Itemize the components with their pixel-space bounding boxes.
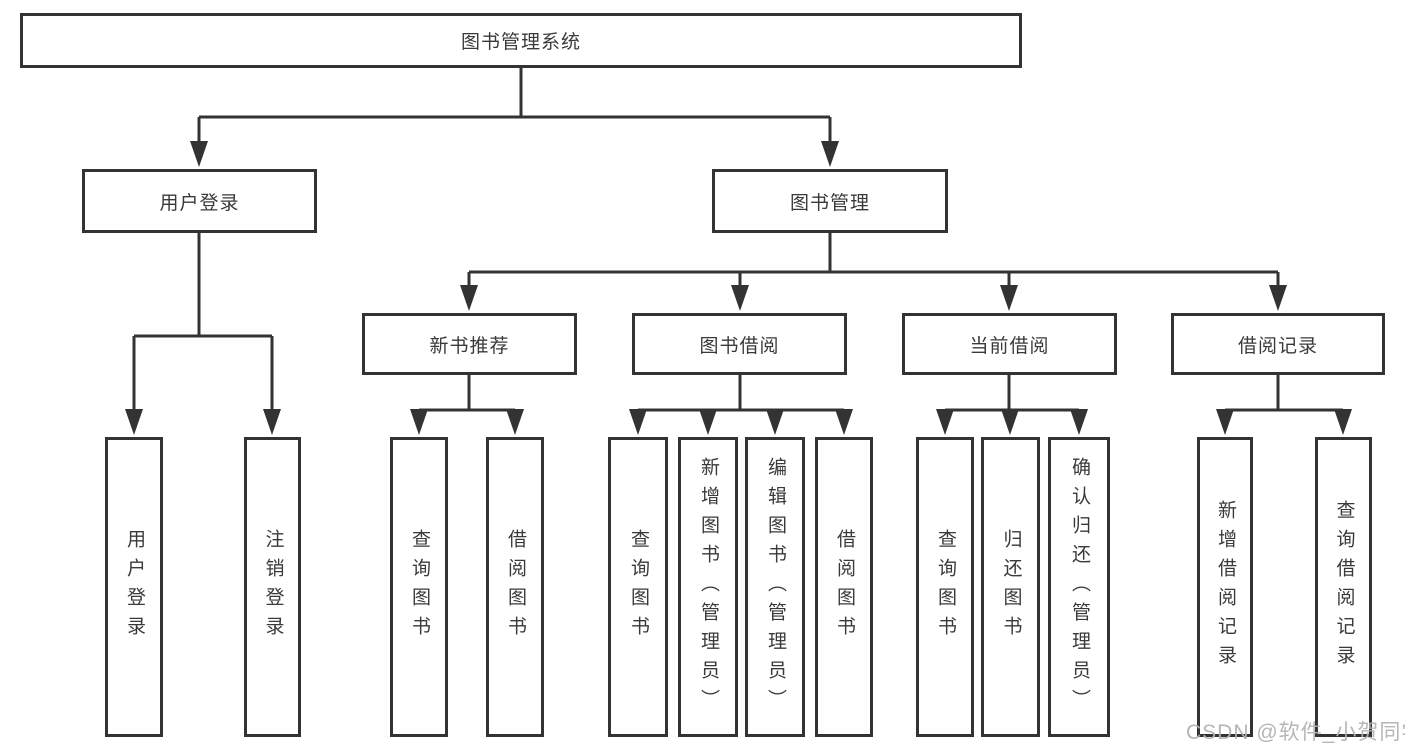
- arrowhead: [1269, 285, 1287, 311]
- node-label: 查询图书: [408, 529, 430, 645]
- arrowhead: [190, 141, 208, 167]
- arrowhead: [1334, 409, 1352, 435]
- node-label: 图书管理系统: [460, 32, 581, 53]
- connector-user-login-to-leaves: [132, 233, 274, 414]
- arrowhead: [629, 409, 647, 435]
- leaf-add-book-admin: 新增图书（管理员）: [678, 437, 738, 737]
- node-label: 当前借阅: [969, 335, 1050, 357]
- node-label: 查询图书: [934, 529, 956, 645]
- node-label: 新增图书（管理员）: [697, 456, 719, 718]
- node-label: 查询图书: [627, 529, 649, 645]
- connector-book-borrow-to-leaves: [636, 375, 846, 414]
- arrowhead: [1000, 285, 1018, 311]
- node-label: 查询借阅记录: [1333, 500, 1355, 674]
- leaf-user-login: 用户登录: [105, 437, 163, 737]
- node-label: 用户登录: [159, 192, 240, 214]
- node-label: 新增借阅记录: [1214, 500, 1236, 674]
- leaf-query-borrow-record: 查询借阅记录: [1315, 437, 1372, 737]
- connector-root-to-level2: [197, 67, 832, 146]
- node-library-management-system: 图书管理系统: [20, 13, 1022, 68]
- leaf-add-borrow-record: 新增借阅记录: [1197, 437, 1253, 737]
- leaf-return-book: 归还图书: [981, 437, 1040, 737]
- arrowhead: [1001, 409, 1019, 435]
- leaf-logout: 注销登录: [244, 437, 301, 737]
- node-label: 新书推荐: [429, 335, 510, 357]
- arrowhead: [835, 409, 853, 435]
- arrowhead: [410, 409, 428, 435]
- node-user-login: 用户登录: [82, 169, 317, 233]
- node-new-book-recommend: 新书推荐: [362, 313, 577, 375]
- arrowhead: [263, 409, 281, 435]
- node-label: 注销登录: [262, 529, 284, 645]
- node-label: 确认归还（管理员）: [1068, 456, 1090, 718]
- arrowhead: [731, 285, 749, 311]
- arrowhead: [506, 409, 524, 435]
- connector-new-book-recommend-to-leaves: [417, 375, 517, 414]
- node-label: 借阅图书: [833, 529, 855, 645]
- leaf-confirm-return-admin: 确认归还（管理员）: [1048, 437, 1110, 737]
- node-label: 图书借阅: [699, 335, 780, 357]
- arrowhead: [460, 285, 478, 311]
- leaf-query-book: 查询图书: [390, 437, 448, 737]
- connector-borrow-records-to-leaves: [1223, 375, 1345, 414]
- node-current-borrow: 当前借阅: [902, 313, 1117, 375]
- arrowheads: [125, 141, 1352, 435]
- leaf-query-book: 查询图书: [608, 437, 668, 737]
- node-borrow-records: 借阅记录: [1171, 313, 1385, 375]
- node-label: 图书管理: [789, 192, 870, 214]
- connector-current-borrow-to-leaves: [943, 375, 1081, 414]
- arrowhead: [699, 409, 717, 435]
- arrowhead: [1216, 409, 1234, 435]
- arrowhead: [766, 409, 784, 435]
- arrowhead: [1070, 409, 1088, 435]
- connector-book-management-to-level3: [467, 233, 1280, 290]
- node-label: 借阅图书: [504, 529, 526, 645]
- arrowhead: [936, 409, 954, 435]
- node-book-management: 图书管理: [712, 169, 948, 233]
- csdn-watermark: CSDN @软件_小贺同学: [1186, 721, 1405, 744]
- leaf-borrow-book: 借阅图书: [486, 437, 544, 737]
- arrowhead: [821, 141, 839, 167]
- leaf-query-book: 查询图书: [916, 437, 974, 737]
- arrowhead: [125, 409, 143, 435]
- leaf-borrow-book: 借阅图书: [815, 437, 873, 737]
- node-label: 编辑图书（管理员）: [764, 456, 786, 718]
- leaf-edit-book-admin: 编辑图书（管理员）: [745, 437, 805, 737]
- node-label: 借阅记录: [1237, 335, 1318, 357]
- node-label: 用户登录: [123, 529, 145, 645]
- node-label: 归还图书: [1000, 529, 1022, 645]
- node-book-borrow: 图书借阅: [632, 313, 847, 375]
